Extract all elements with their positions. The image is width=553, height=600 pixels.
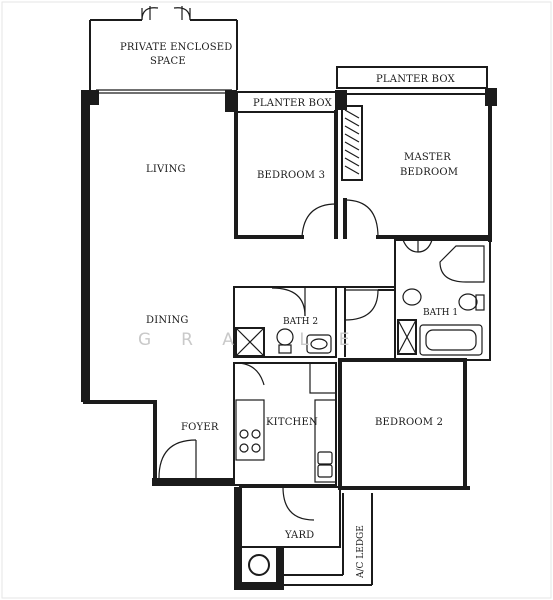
foyer-door (158, 439, 197, 479)
label-private-enclosed: PRIVATE ENCLOSED (120, 42, 232, 53)
private-enclosed-space (89, 6, 238, 94)
ac-ledge (284, 493, 373, 586)
planter-box-top (336, 66, 488, 89)
label-bedroom-2: BEDROOM 2 (375, 417, 443, 428)
label-planter-box-mid: PLANTER BOX (253, 98, 333, 109)
label-master: MASTER (404, 152, 451, 163)
label-bath-2: BATH 2 (283, 317, 318, 327)
label-kitchen: KITCHEN (266, 417, 318, 428)
bedroom-3 (234, 110, 338, 239)
yard (234, 486, 341, 590)
label-master-bedroom: BEDROOM (400, 167, 458, 178)
master-bedroom (341, 105, 492, 239)
label-planter-box-top: PLANTER BOX (376, 74, 456, 85)
label-ac-ledge: A/C LEDGE (356, 525, 366, 579)
label-bedroom-3: BEDROOM 3 (257, 170, 325, 181)
watermark: GRA LE (138, 330, 380, 350)
corridor-doors (335, 286, 395, 357)
label-yard: YARD (284, 530, 314, 541)
bedroom-2 (338, 358, 470, 490)
kitchen (233, 362, 337, 486)
label-living: LIVING (146, 164, 186, 175)
label-bath-1: BATH 1 (423, 308, 458, 318)
label-dining: DINING (146, 315, 189, 326)
label-private-enclosed-space: SPACE (150, 56, 186, 67)
planter-box-mid (236, 91, 338, 113)
label-foyer: FOYER (181, 422, 219, 433)
